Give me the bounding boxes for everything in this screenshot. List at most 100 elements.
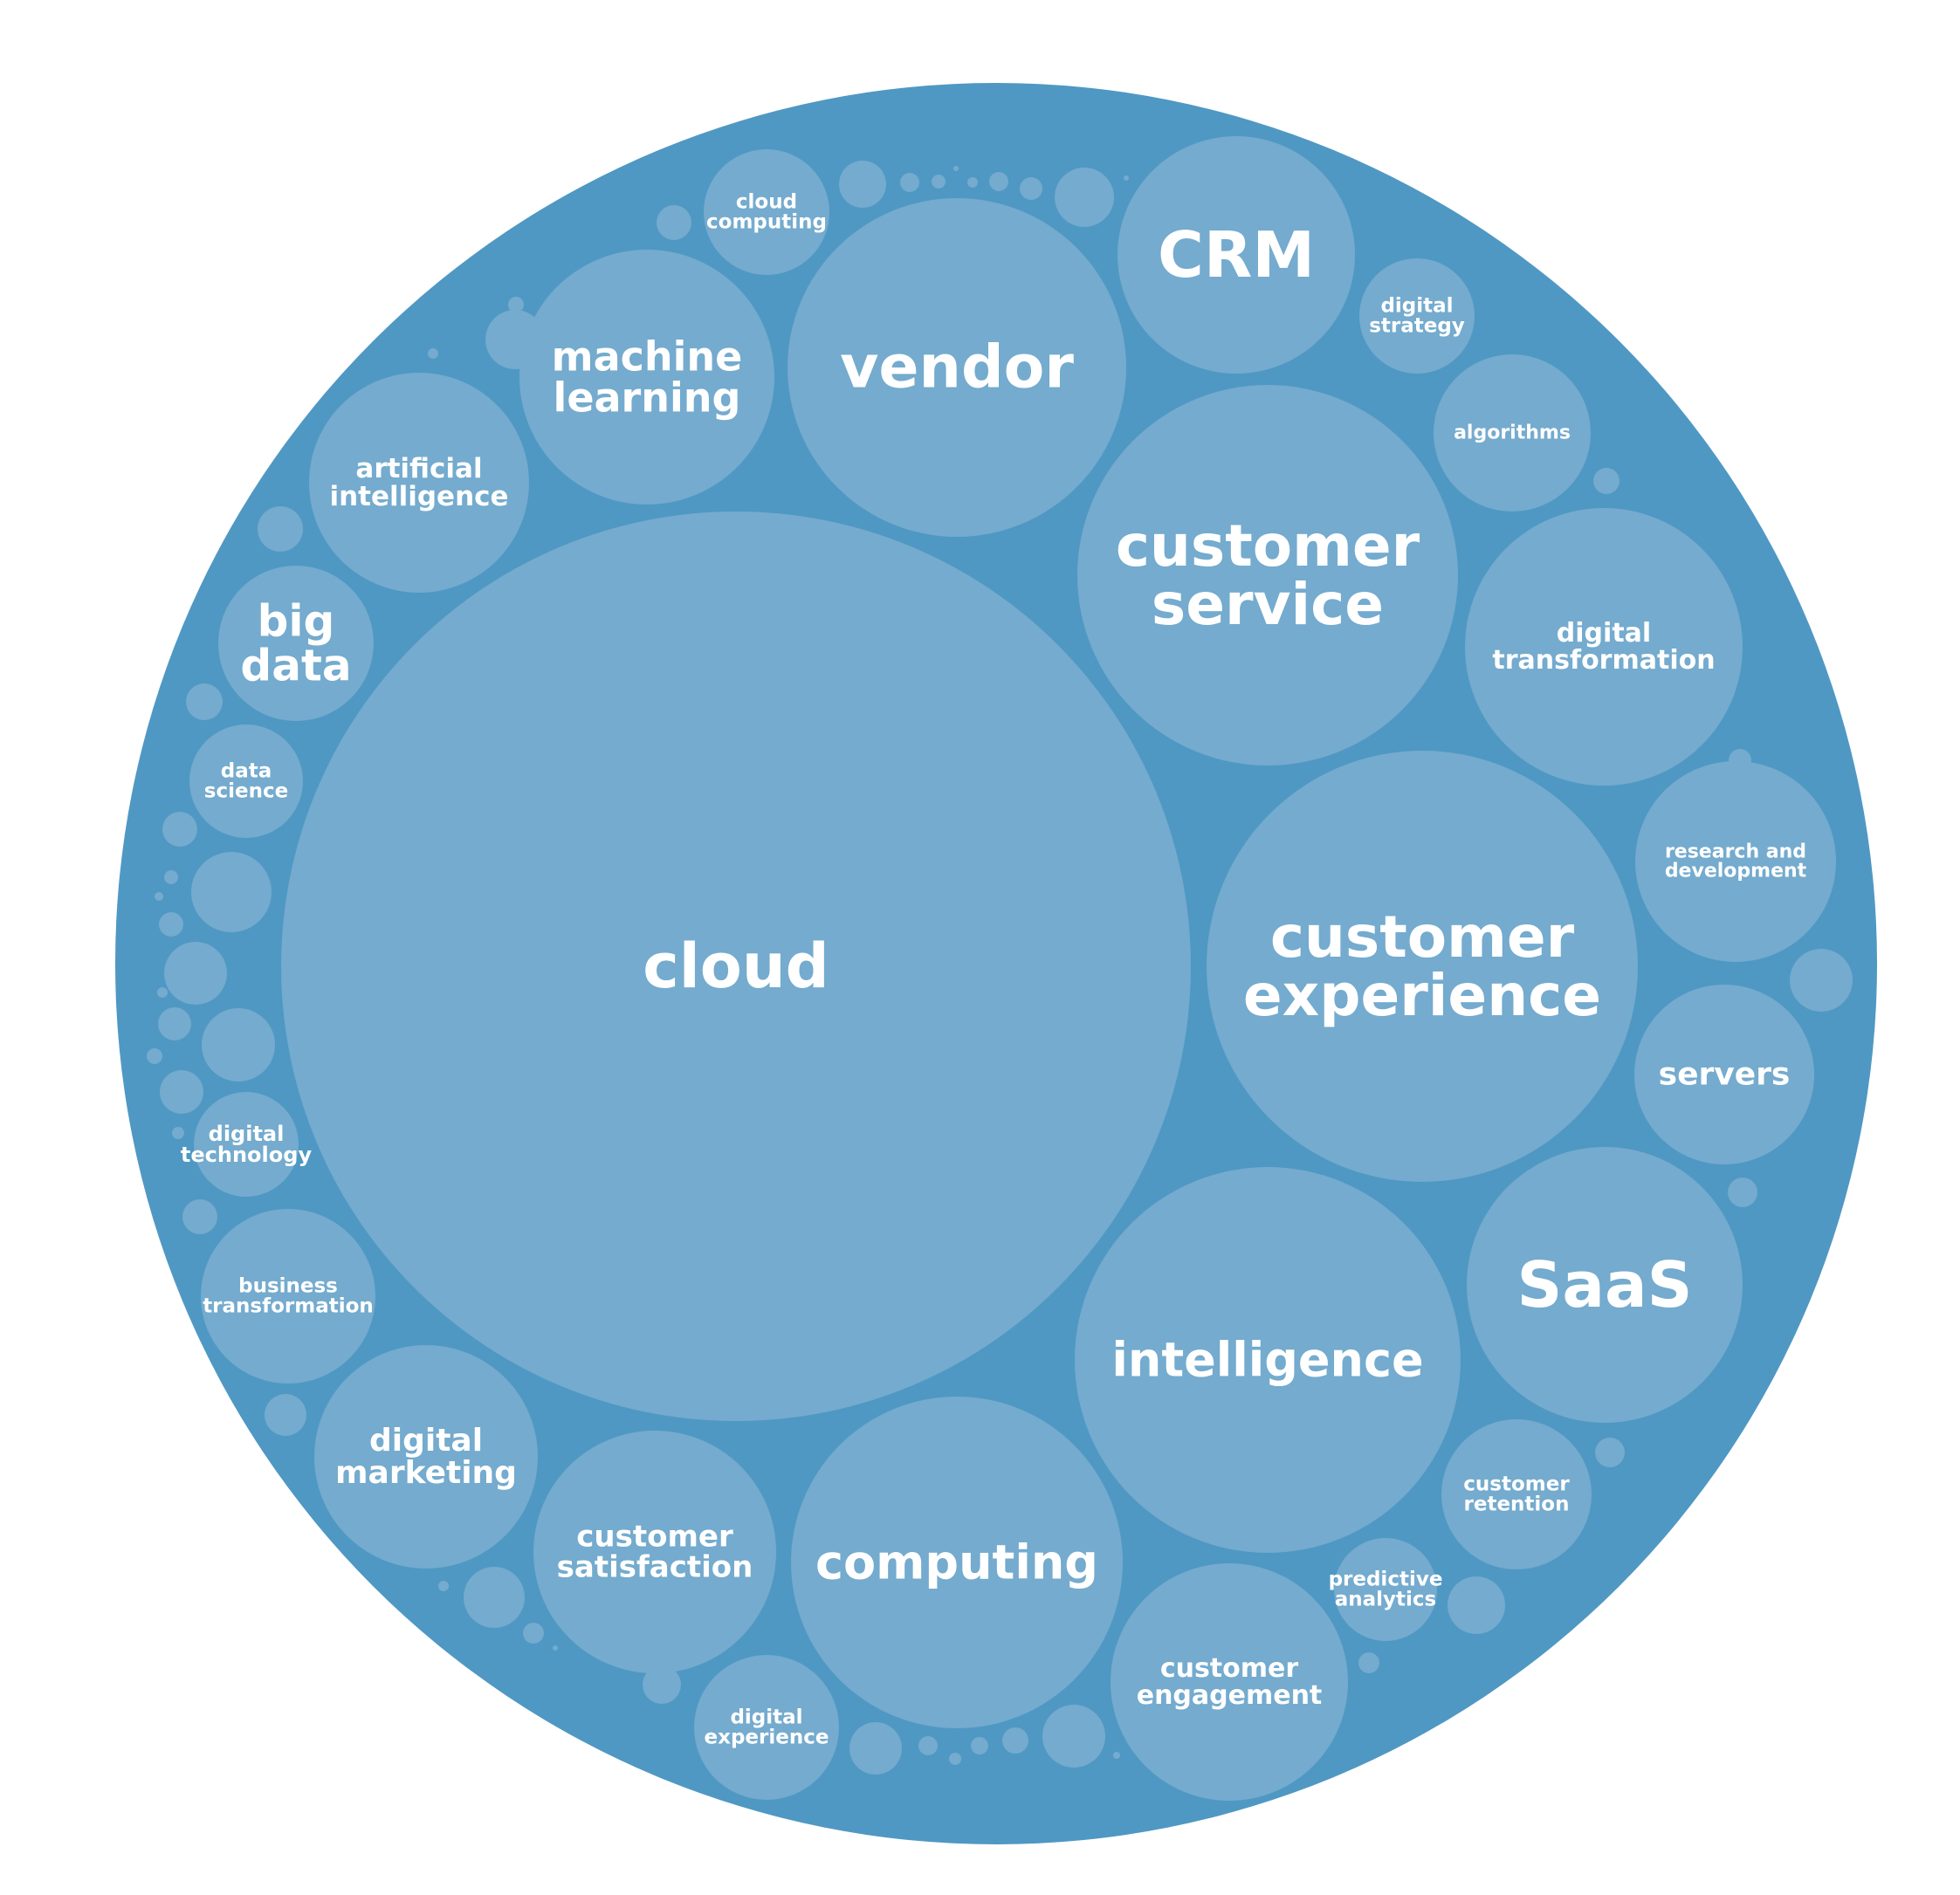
bubble-label: cloud [643, 930, 829, 1002]
decorative-dot [1448, 1576, 1505, 1634]
bubble-label: cloud [736, 190, 797, 213]
decorative-dot [258, 506, 303, 552]
bubble-algorithms: algorithms [1434, 354, 1591, 512]
decorative-dot [971, 1737, 988, 1754]
bubble-circle [1118, 136, 1355, 374]
decorative-dot [1593, 468, 1620, 494]
bubble-label: marketing [335, 1455, 517, 1491]
bubble-circle [787, 198, 1126, 537]
bubble-circle [1465, 508, 1743, 786]
bubble-label: retention [1464, 1493, 1570, 1516]
bubble-circle [694, 1655, 839, 1800]
decorative-dot [1042, 1705, 1105, 1768]
decorative-dot [657, 205, 691, 240]
decorative-dot [202, 1008, 275, 1081]
decorative-dot [1055, 168, 1114, 227]
decorative-dot [182, 1199, 217, 1234]
decorative-dot [164, 870, 178, 884]
decorative-dot [160, 1070, 203, 1114]
decorative-dot [646, 1681, 651, 1686]
bubble-label: analytics [1335, 1589, 1437, 1611]
bubble-label: predictive [1329, 1568, 1443, 1590]
bubble-circle [1467, 1147, 1743, 1423]
decorative-dot [1020, 177, 1042, 200]
bubble-circle [194, 1092, 299, 1197]
bubble-label: digital [1557, 618, 1651, 649]
bubble-label: servers [1659, 1057, 1791, 1093]
bubble-label: data [221, 759, 272, 782]
decorative-dot [172, 1127, 184, 1139]
bubble-cloud: cloud [281, 512, 1191, 1421]
bubble-label: CRM [1158, 218, 1315, 292]
decorative-dot [839, 161, 886, 208]
bubble-label: digital [730, 1706, 802, 1728]
bubble-label: SaaS [1517, 1248, 1693, 1322]
bubble-label: experience [1243, 962, 1601, 1029]
decorative-dots [147, 161, 1853, 1775]
decorative-dot [849, 1722, 902, 1775]
bubble-label: big [258, 596, 335, 647]
decorative-dot [147, 1048, 162, 1064]
bubble-circle [1207, 751, 1638, 1182]
decorative-dot [438, 1581, 449, 1591]
bubble-circle [1334, 1538, 1437, 1641]
bubble-label: learning [554, 374, 741, 421]
decorative-dot [1124, 175, 1129, 181]
decorative-dot [932, 175, 946, 189]
decorative-dot [523, 1623, 544, 1644]
bubble-label: development [1665, 861, 1807, 882]
bubble-circle [1635, 761, 1836, 962]
bubble-label: satisfaction [557, 1549, 753, 1584]
bubble-circle [1077, 385, 1458, 766]
bubble-computing: computing [791, 1397, 1123, 1728]
bubble-label: vendor [840, 333, 1074, 402]
decorative-dot [643, 1665, 681, 1704]
decorative-dot [159, 912, 183, 937]
decorative-dot [553, 1645, 558, 1651]
decorative-dot [1595, 1438, 1625, 1467]
decorative-dot [918, 1736, 938, 1755]
decorative-dot [989, 172, 1008, 191]
bubble-circle [218, 566, 374, 721]
bubble-circle [201, 1209, 375, 1383]
bubble-label: digital [1380, 294, 1453, 317]
decorative-dot [1790, 949, 1853, 1012]
bubble-circle [519, 250, 774, 505]
bubble-vendor: vendor [787, 198, 1126, 537]
bubble-label: digital [209, 1122, 285, 1146]
bubble-label: customer [1116, 512, 1420, 580]
decorative-dot [508, 297, 524, 312]
bubble-circle [1359, 258, 1475, 374]
bubble-label: research and [1665, 841, 1806, 862]
bubble-circle [314, 1345, 538, 1569]
bubble-label: customer [1270, 903, 1575, 971]
bubble-label: customer [1160, 1653, 1299, 1684]
bubble-label: transformation [203, 1295, 374, 1318]
bubble-label: digital [369, 1423, 483, 1459]
bubble-servers: servers [1634, 985, 1814, 1164]
bubble-circle [533, 1431, 776, 1673]
decorative-dot [155, 892, 163, 901]
bubble-label: service [1152, 571, 1384, 638]
bubble-circle [791, 1397, 1123, 1728]
bubble-label: artificial [355, 453, 482, 484]
bubble-label: business [238, 1274, 338, 1297]
bubble-label: transformation [1492, 645, 1715, 676]
bubble-crm: CRM [1118, 136, 1355, 374]
decorative-dot [191, 852, 272, 932]
bubble-label: algorithms [1454, 422, 1571, 444]
bubble-label: science [204, 780, 288, 803]
decorative-dot [1113, 1752, 1120, 1759]
